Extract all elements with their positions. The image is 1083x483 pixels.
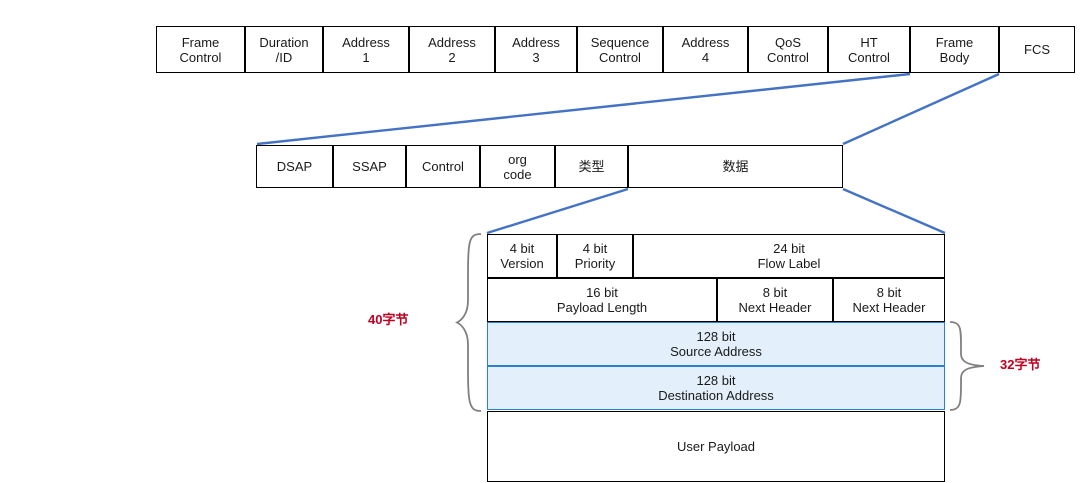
- ipv6-field-user-payload: User Payload: [487, 411, 945, 482]
- data-right-connector: [842, 187, 946, 235]
- ipv6-field-16-bit-payload-length: 16 bit Payload Length: [487, 278, 717, 322]
- mac-field-sequence-control: Sequence Control: [577, 26, 663, 73]
- ipv6-field-4-bit-version: 4 bit Version: [487, 234, 557, 278]
- ipv6-field-128-bit-destination-address: 128 bit Destination Address: [487, 366, 945, 410]
- mac-field-ht-control: HT Control: [828, 26, 910, 73]
- llc-field-dsap: DSAP: [256, 145, 333, 188]
- data-left-connector: [486, 187, 629, 235]
- ipv6-field-24-bit-flow-label: 24 bit Flow Label: [633, 234, 945, 278]
- mac-field-frame-control: Frame Control: [156, 26, 245, 73]
- mac-field-address-4: Address 4: [663, 26, 748, 73]
- llc-field-org-code: org code: [480, 145, 555, 188]
- ipv6-address-brace-path: [949, 321, 985, 411]
- frame-body-right-connector: [842, 72, 1000, 146]
- ipv6-header-brace-path: [455, 233, 482, 412]
- address-size-label: 32字节: [1000, 357, 1041, 372]
- mac-field-frame-body: Frame Body: [910, 26, 999, 73]
- llc-field-类型: 类型: [555, 145, 628, 188]
- llc-field-数据: 数据: [628, 145, 843, 188]
- mac-field-qos-control: QoS Control: [748, 26, 828, 73]
- ipv6-field-128-bit-source-address: 128 bit Source Address: [487, 322, 945, 366]
- ipv6-field-4-bit-priority: 4 bit Priority: [557, 234, 633, 278]
- ipv6-field-8-bit-next-header: 8 bit Next Header: [833, 278, 945, 322]
- llc-field-control: Control: [406, 145, 480, 188]
- ipv6-address-brace: [949, 321, 985, 411]
- mac-field-address-1: Address 1: [323, 26, 409, 73]
- frame-body-left-connector: [256, 72, 911, 146]
- llc-field-ssap: SSAP: [333, 145, 406, 188]
- mac-field-duration-id: Duration /ID: [245, 26, 323, 73]
- mac-field-fcs: FCS: [999, 26, 1075, 73]
- header-size-label: 40字节: [368, 312, 409, 327]
- ipv6-field-8-bit-next-header: 8 bit Next Header: [717, 278, 833, 322]
- mac-field-address-3: Address 3: [495, 26, 577, 73]
- mac-field-address-2: Address 2: [409, 26, 495, 73]
